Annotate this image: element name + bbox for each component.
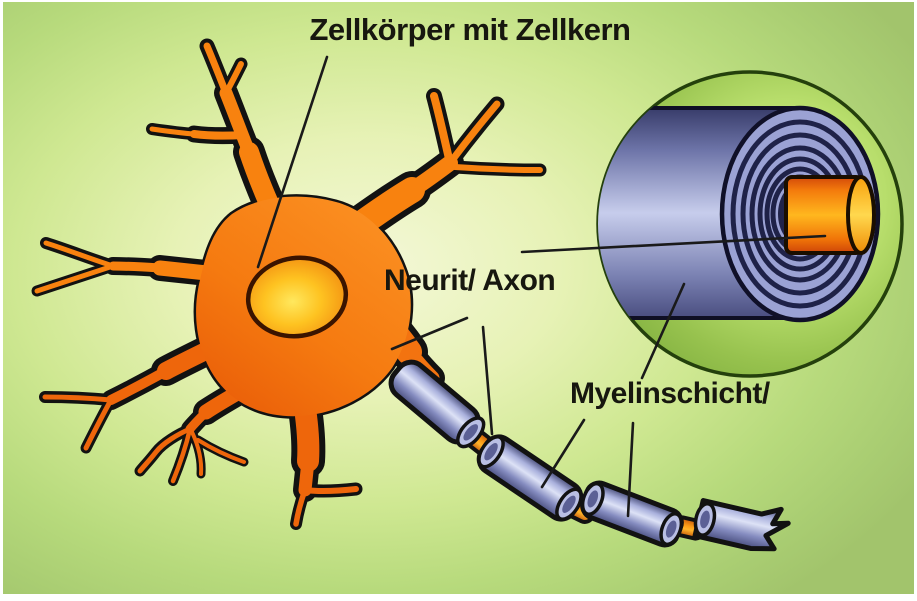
title-cell-body-label: Zellkörper mit Zellkern [309,12,632,47]
myelin-sheath-label: Myelinschicht/ [570,377,770,410]
leader-myelin-segment-b [626,421,635,518]
axon-core [784,175,876,255]
myelinated-axon [388,359,791,552]
leader-axon-to-inset [520,234,827,254]
nucleus [245,255,349,339]
leader-axon-node [481,325,494,436]
myelin-segment [388,359,486,449]
myelin-inset [596,70,904,378]
leader-cellbody [256,55,329,269]
leader-lines [256,55,827,518]
myelin-segment-torn [692,498,791,552]
leader-myelin-segment-a [540,418,586,489]
leader-axon-hillock [390,316,469,351]
myelin-segment [580,480,684,548]
neuron-cell [31,38,547,530]
leader-myelin-to-inset [640,282,686,380]
myelin-segment [476,434,584,522]
neurit-axon-label: Neurit/ Axon [384,264,556,297]
